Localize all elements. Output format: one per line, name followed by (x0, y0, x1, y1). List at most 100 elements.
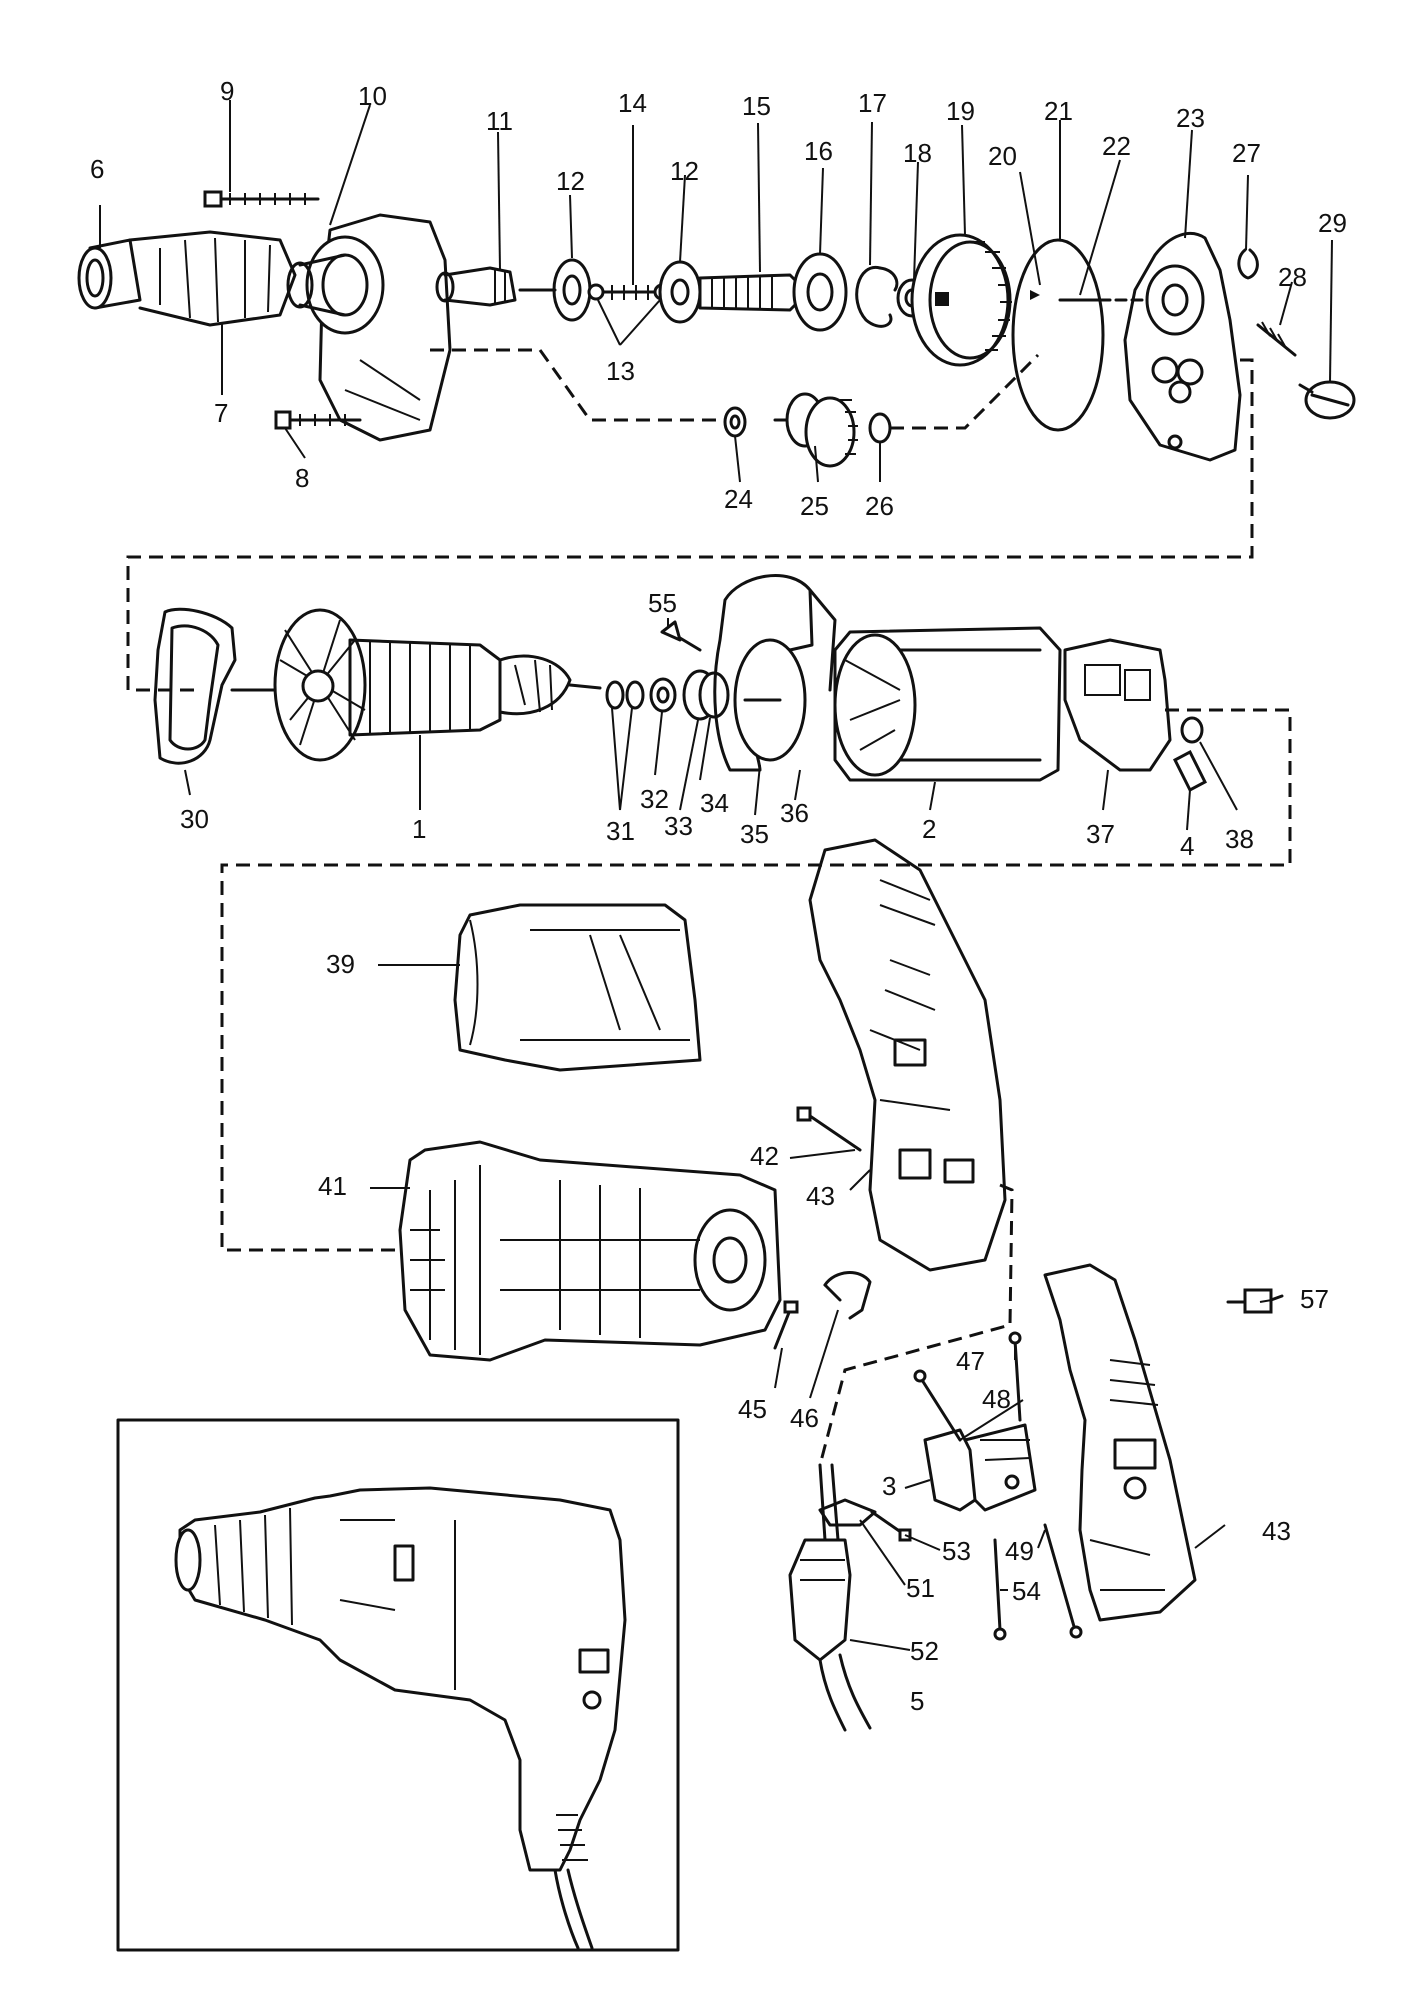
label-part-8: 8 (295, 463, 309, 493)
label-part-47: 47 (956, 1346, 985, 1376)
part-8-screw (274, 410, 362, 430)
gearbox-assembly (77, 190, 1356, 692)
label-part-19: 19 (946, 96, 975, 126)
label-part-45: 45 (738, 1394, 767, 1424)
part-1-armature (230, 608, 602, 762)
part-43-handle-half-left (1043, 1263, 1197, 1622)
part-41-motor-housing (398, 1140, 782, 1362)
label-part-23: 23 (1176, 103, 1205, 133)
leader-lines (99, 100, 1333, 1651)
part-39-cover (453, 903, 702, 1072)
label-part-53: 53 (942, 1536, 971, 1566)
part-26-washer (868, 412, 892, 444)
label-part-34: 34 (700, 788, 729, 818)
part-3-switch (923, 1423, 1037, 1512)
label-part-18: 18 (903, 138, 932, 168)
label-part-37: 37 (1086, 819, 1115, 849)
label-part-6: 6 (90, 154, 104, 184)
label-part-13: 13 (606, 356, 635, 386)
part-29-knob (1298, 380, 1356, 420)
part-51-cord-clamp (818, 1498, 877, 1527)
part-52-cord-protector (788, 1538, 852, 1662)
label-part-22: 22 (1102, 131, 1131, 161)
alignment-line-upper (430, 348, 1040, 430)
label-part-32: 32 (640, 784, 669, 814)
part-46-clip (823, 1271, 872, 1320)
label-part-10: 10 (358, 81, 387, 111)
label-part-9: 9 (220, 76, 234, 106)
part-49-wire (1043, 1523, 1083, 1639)
label-part-3: 3 (882, 1471, 896, 1501)
part-57-connector (1226, 1288, 1284, 1314)
part-20-pin (1030, 290, 1040, 300)
label-part-55: 55 (648, 588, 677, 618)
label-part-20: 20 (988, 141, 1017, 171)
part-21-oring (1011, 238, 1105, 432)
label-part-54: 54 (1012, 1576, 1041, 1606)
label-part-12b: 12 (670, 156, 699, 186)
label-part-33: 33 (664, 811, 693, 841)
part-12-bearing-b (658, 260, 702, 324)
label-part-43a: 43 (806, 1181, 835, 1211)
part-12-bearing-a (518, 258, 592, 322)
label-part-49: 49 (1005, 1536, 1034, 1566)
part-45-screw (773, 1300, 799, 1350)
part-38-brush-cap (1180, 716, 1204, 744)
label-part-25: 25 (800, 491, 829, 521)
part-16-bearing (792, 252, 848, 332)
part-14-pin (587, 283, 671, 301)
label-part-51: 51 (906, 1573, 935, 1603)
alignment-line-motor (220, 708, 1292, 1252)
label-part-2: 2 (922, 814, 936, 844)
label-part-27: 27 (1232, 138, 1261, 168)
part-30-baffle (153, 607, 237, 765)
label-part-26: 26 (865, 491, 894, 521)
part-37-brush-holder (1063, 638, 1172, 772)
motor-assembly (153, 574, 1292, 1252)
label-part-39: 39 (326, 949, 355, 979)
label-part-4: 4 (1180, 831, 1194, 861)
label-part-24: 24 (724, 484, 753, 514)
label-part-30: 30 (180, 804, 209, 834)
label-part-57: 57 (1300, 1284, 1329, 1314)
label-part-43b: 43 (1262, 1516, 1291, 1546)
part-9-screw (203, 190, 320, 208)
part-17-circlip (855, 265, 899, 328)
label-part-36: 36 (780, 798, 809, 828)
label-part-41: 41 (318, 1171, 347, 1201)
label-part-14: 14 (618, 88, 647, 118)
label-part-21: 21 (1044, 96, 1073, 126)
part-23-gear-plate (1123, 232, 1242, 462)
alignment-line-handle (818, 1183, 1014, 1466)
part-35-36-fan-baffle (713, 574, 837, 772)
part-24-washer (723, 406, 747, 438)
part-6-nose-cone (77, 230, 297, 327)
housing-assembly (398, 838, 1284, 1732)
part-2-field (833, 626, 1062, 782)
alignment-line-gearbox (126, 358, 1254, 692)
label-part-28: 28 (1278, 262, 1307, 292)
label-part-52: 52 (910, 1636, 939, 1666)
part-5-cord (818, 1463, 872, 1732)
part-31-washers (605, 680, 645, 710)
label-part-35: 35 (740, 819, 769, 849)
part-10-gear-housing (286, 213, 452, 442)
part-42-screw (796, 1106, 862, 1152)
label-part-31: 31 (606, 816, 635, 846)
part-27-spring-clip (1237, 248, 1259, 280)
label-part-29: 29 (1318, 208, 1347, 238)
label-part-17: 17 (858, 88, 887, 118)
label-part-16: 16 (804, 136, 833, 166)
part-54-wire (993, 1538, 1007, 1641)
part-33-34-bearing (682, 669, 730, 721)
part-4-brush (1173, 749, 1207, 793)
part-43-handle-half-right (808, 838, 1007, 1272)
label-part-42: 42 (750, 1141, 779, 1171)
part-32-washer (649, 677, 677, 713)
label-part-46: 46 (790, 1403, 819, 1433)
label-part-38: 38 (1225, 824, 1254, 854)
label-part-11: 11 (486, 106, 513, 136)
part-28-spring (1256, 321, 1297, 357)
part-25-gear (773, 392, 858, 468)
